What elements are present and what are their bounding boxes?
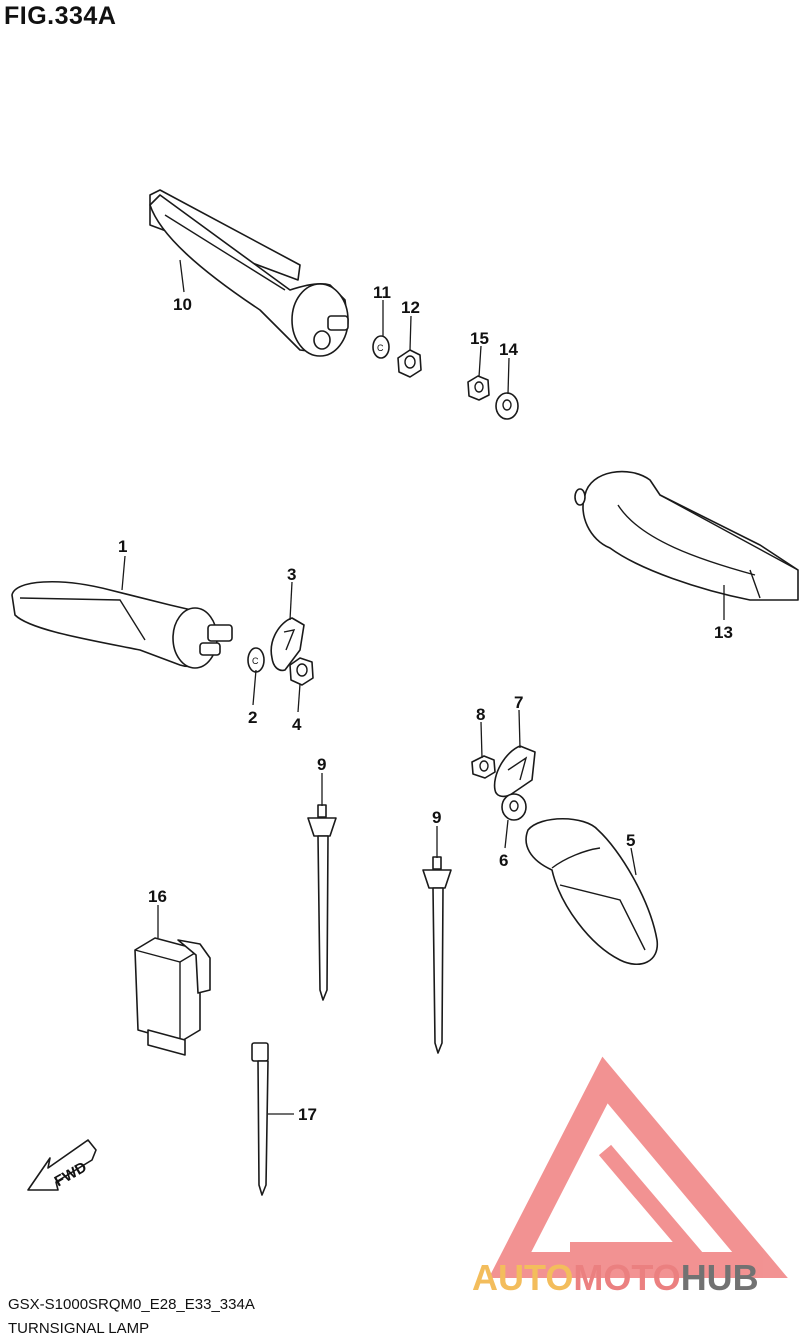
callout-6: 6	[499, 851, 508, 870]
callout-10: 10	[173, 295, 192, 314]
callout-16: 16	[148, 887, 167, 906]
callout-12: 12	[401, 298, 420, 317]
washer-part-6[interactable]	[501, 793, 527, 821]
leader-lines	[121, 259, 725, 1115]
svg-text:AUTOMOTOHUB: AUTOMOTOHUB	[472, 1257, 759, 1298]
svg-text:C: C	[252, 656, 259, 666]
watermark-hub: HUB	[681, 1257, 759, 1298]
watermark-logo: AUTOMOTOHUB	[472, 1056, 788, 1298]
callout-8: 8	[476, 705, 485, 724]
washer-part-14[interactable]	[495, 392, 519, 420]
cable-tie-part-17[interactable]	[251, 1042, 269, 1196]
turnsignal-lamp-part-10[interactable]	[149, 189, 349, 357]
relay-part-16[interactable]	[134, 937, 211, 1056]
watermark-auto: AUTO	[472, 1257, 573, 1298]
callout-15: 15	[470, 329, 489, 348]
callout-2: 2	[248, 708, 257, 727]
nut-part-4[interactable]	[289, 657, 314, 686]
turnsignal-lamp-part-5[interactable]	[525, 817, 658, 965]
fwd-arrow-icon: FWD	[27, 1139, 97, 1191]
callout-14: 14	[499, 340, 518, 359]
callout-5: 5	[626, 831, 635, 850]
turnsignal-lamp-part-13[interactable]	[574, 470, 799, 601]
callout-9-right: 9	[432, 808, 441, 827]
figure-title: FIG.334A	[4, 2, 117, 30]
bracket-part-7[interactable]	[493, 745, 536, 798]
nut-part-12[interactable]	[397, 349, 422, 378]
washer-part-2[interactable]: C	[247, 647, 265, 673]
nut-part-15[interactable]	[467, 375, 490, 401]
nut-part-8[interactable]	[471, 755, 496, 779]
clamp-part-9-left[interactable]	[307, 804, 337, 1001]
callout-1: 1	[118, 537, 127, 556]
callout-17: 17	[298, 1105, 317, 1124]
callout-7: 7	[514, 693, 523, 712]
watermark-moto: MOTO	[573, 1257, 680, 1298]
diagram-name: TURNSIGNAL LAMP	[8, 1320, 150, 1337]
turnsignal-lamp-part-1[interactable]	[11, 581, 233, 669]
svg-text:C: C	[377, 343, 384, 353]
callout-9-left: 9	[317, 755, 326, 774]
clamp-part-9-right[interactable]	[422, 856, 452, 1054]
callout-4: 4	[292, 715, 302, 734]
bracket-part-3[interactable]	[270, 617, 305, 672]
callout-3: 3	[287, 565, 296, 584]
diagram-code: GSX-S1000SRQM0_E28_E33_334A	[8, 1296, 255, 1313]
callout-13: 13	[714, 623, 733, 642]
callout-11: 11	[373, 283, 391, 302]
washer-part-11[interactable]: C	[372, 335, 390, 359]
